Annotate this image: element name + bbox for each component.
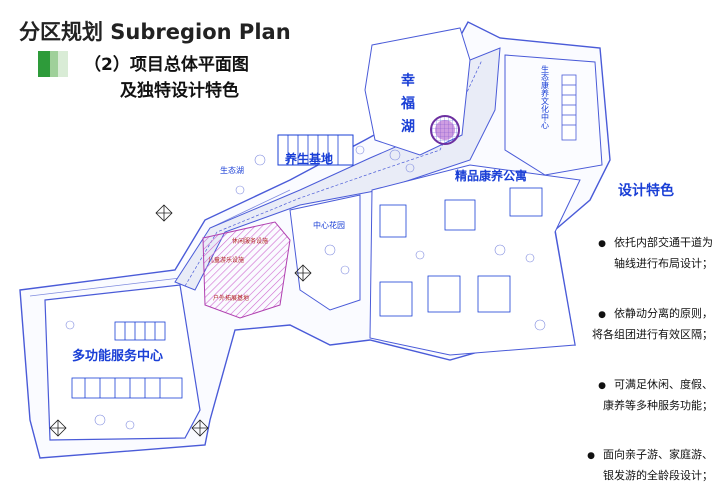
central-garden-label: 中心花园 — [313, 220, 345, 230]
feature-1-line-1: 依托内部交通干道为 — [614, 236, 713, 249]
service-center-label: 多功能服务中心 — [72, 348, 163, 364]
subtitle-line-2: 及独特设计特色 — [120, 81, 239, 101]
page-subtitle: （2）项目总体平面图 及独特设计特色 — [84, 52, 249, 104]
feature-item-4: ● 面向亲子游、家庭游、 银发游的全龄段设计； — [543, 445, 713, 485]
map-label-small-1: 休闲服务设施 — [232, 237, 268, 245]
health-base-building — [277, 134, 354, 166]
map-label-small-3: 户外拓展基地 — [213, 294, 249, 302]
bullet-icon: ● — [598, 310, 606, 320]
feature-item-2: ● 依静动分离的原则， 将各组团进行有效区隔； — [543, 304, 713, 344]
map-label-small-2: 儿童游乐设施 — [208, 256, 244, 264]
apartment-blocks — [379, 187, 543, 317]
feature-4-line-2: 银发游的全龄段设计； — [603, 469, 713, 482]
title-badge-icon — [38, 51, 68, 77]
subtitle-line-1: （2）项目总体平面图 — [84, 55, 249, 75]
culture-center-label: 生态康养文化中心 — [541, 64, 550, 129]
bullet-icon: ● — [587, 451, 595, 461]
service-center-buildings — [71, 321, 183, 399]
lake-label-2: 福 — [400, 95, 415, 112]
pavilion-symbols — [49, 204, 312, 437]
bullet-icon: ● — [598, 239, 606, 249]
feature-3-line-1: 可满足休闲、度假、 — [614, 378, 713, 391]
apartments-label: 精品康养公寓 — [455, 168, 527, 183]
lake-label-3: 湖 — [401, 119, 415, 135]
health-base-label: 养生基地 — [284, 151, 333, 166]
feature-item-1: ● 依托内部交通干道为 轴线进行布局设计； — [543, 233, 713, 273]
lake-label-1: 幸 — [401, 72, 415, 89]
feature-4-line-1: 面向亲子游、家庭游、 — [603, 448, 713, 461]
bullet-icon: ● — [598, 381, 606, 391]
feature-1-line-2: 轴线进行布局设计； — [614, 257, 713, 270]
features-title: 设计特色 — [618, 183, 674, 199]
feature-2-line-1: 依静动分离的原则， — [614, 307, 713, 320]
feature-3-line-2: 康养等多种服务功能； — [603, 399, 713, 412]
tree-symbols — [65, 145, 546, 430]
feature-item-3: ● 可满足休闲、度假、 康养等多种服务功能； — [543, 375, 713, 415]
page-title: 分区规划 Subregion Plan — [19, 20, 291, 44]
ecology-lake-label: 生态湖 — [220, 165, 244, 175]
feature-2-line-2: 将各组团进行有效区隔； — [592, 328, 713, 341]
